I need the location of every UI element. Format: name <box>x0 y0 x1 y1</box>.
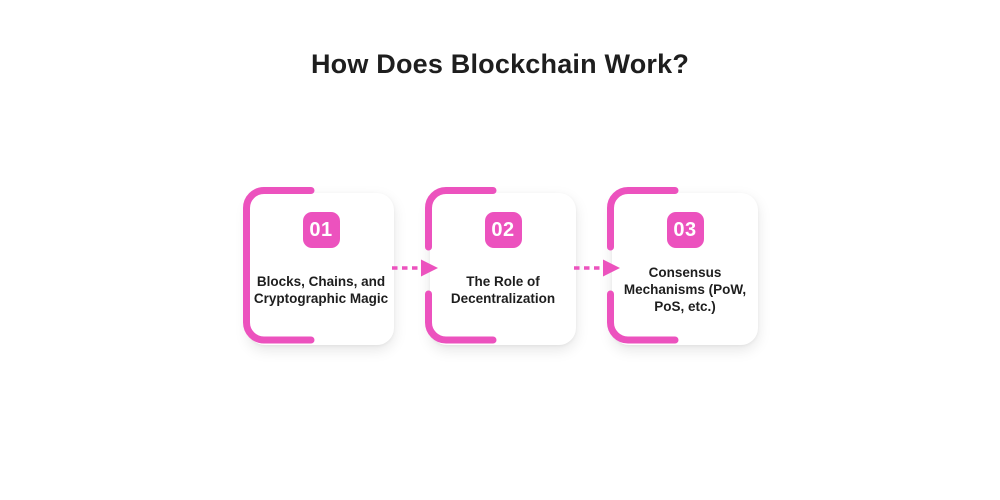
step-number-badge-2: 02 <box>484 212 522 248</box>
step-label-wrap-3: Consensus Mechanisms (PoW, PoS, etc.) <box>616 248 754 345</box>
step-label-2: The Role of Decentralization <box>450 273 556 306</box>
steps-row: 01 Blocks, Chains, and Cryptographic Mag… <box>242 186 758 345</box>
step-card-body-1: 01 Blocks, Chains, and Cryptographic Mag… <box>248 193 394 345</box>
step-label-wrap-2: The Role of Decentralization <box>434 248 572 345</box>
step-card-body-3: 03 Consensus Mechanisms (PoW, PoS, etc.) <box>612 193 758 345</box>
step-card-body-2: 02 The Role of Decentralization <box>430 193 576 345</box>
step-card-1: 01 Blocks, Chains, and Cryptographic Mag… <box>242 186 394 345</box>
step-card-3: 03 Consensus Mechanisms (PoW, PoS, etc.) <box>606 186 758 345</box>
step-number-badge-1: 01 <box>302 212 340 248</box>
page-title: How Does Blockchain Work? <box>310 49 690 79</box>
step-label-1: Blocks, Chains, and Cryptographic Magic <box>253 273 389 306</box>
step-label-3: Consensus Mechanisms (PoW, PoS, etc.) <box>623 265 747 314</box>
step-number-badge-3: 03 <box>666 212 704 248</box>
step-label-wrap-1: Blocks, Chains, and Cryptographic Magic <box>252 248 390 345</box>
step-card-2: 02 The Role of Decentralization <box>424 186 576 345</box>
